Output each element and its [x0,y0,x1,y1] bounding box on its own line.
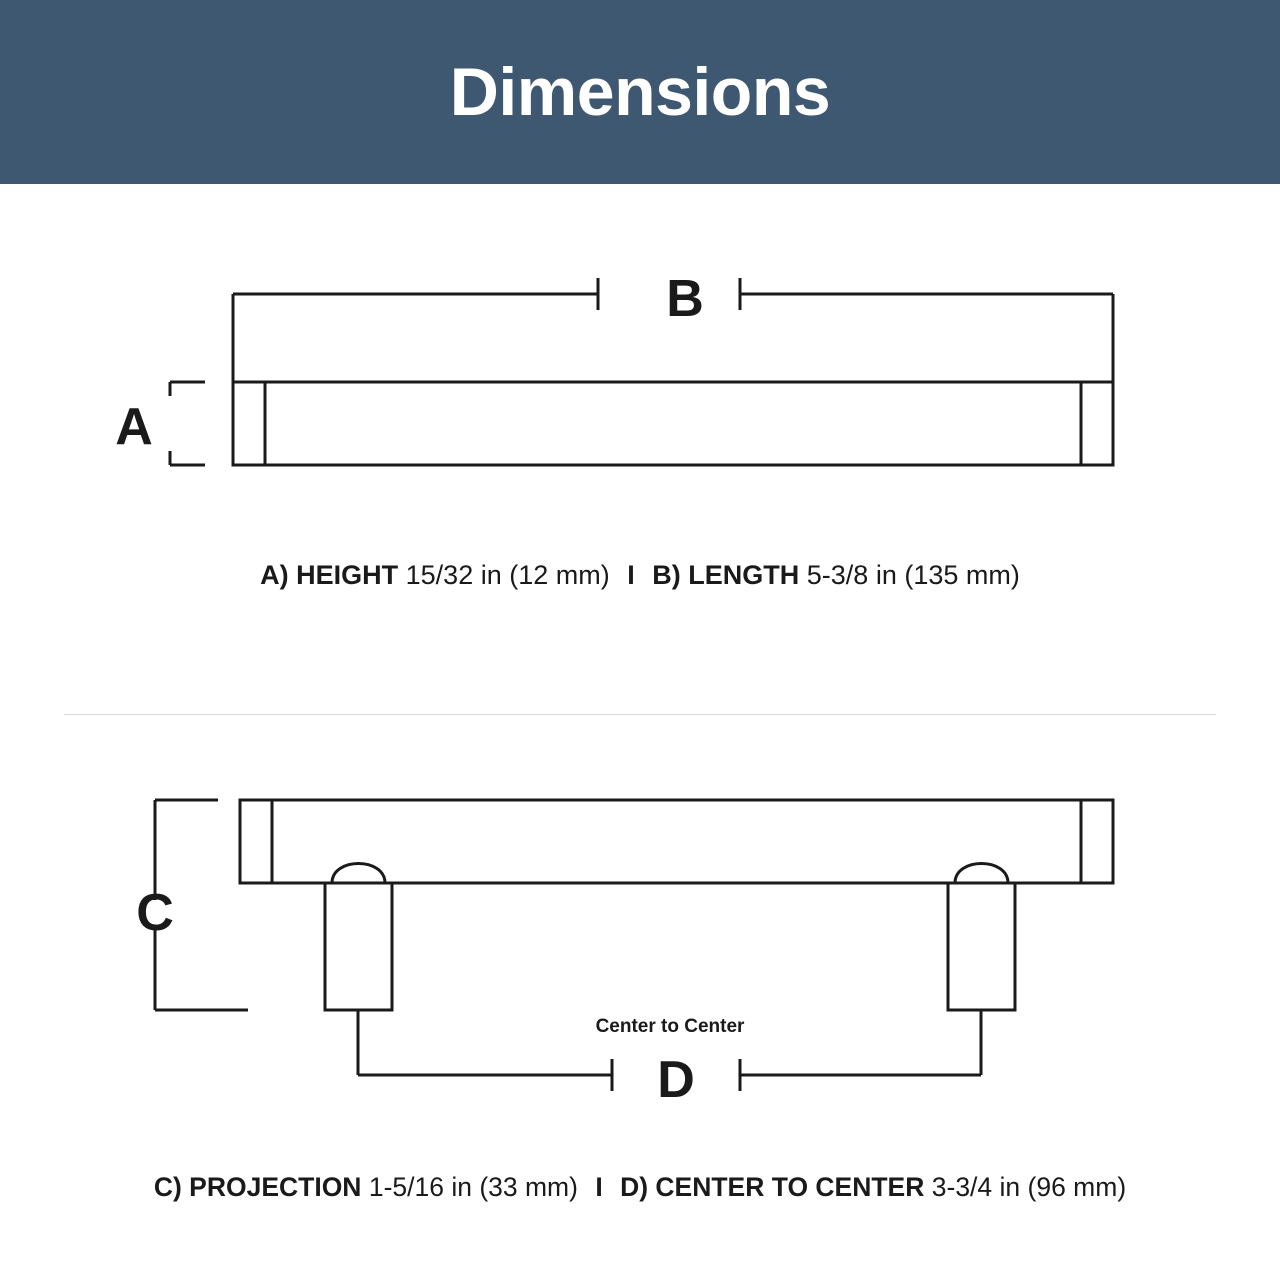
caption-d-key: D) CENTER TO CENTER [620,1172,925,1202]
caption-b-key: B) LENGTH [652,560,800,590]
right-post-outline [946,883,1017,1012]
caption-b-value: 5-3/8 in (135 mm) [806,560,1020,590]
label-b: B [666,270,704,328]
caption-top-separator: I [627,560,635,590]
section-divider [64,714,1216,715]
caption-bottom-separator: I [595,1172,603,1202]
bar-outline-bottom [238,798,1115,885]
right-post-top-curve [953,862,1010,884]
label-d: D [657,1051,695,1109]
label-c: C [136,884,174,942]
caption-top: A) HEIGHT 15/32 in (12 mm) I B) LENGTH 5… [0,560,1280,591]
label-a: A [115,398,153,456]
page-title: Dimensions [449,54,831,130]
left-post-top-curve [330,862,387,884]
caption-a-key: A) HEIGHT [260,560,399,590]
caption-bottom: C) PROJECTION 1-5/16 in (33 mm) I D) CEN… [0,1172,1280,1203]
diagram-bottom-svg: C D Center to Center [136,798,1115,1109]
page-header: Dimensions [0,0,1280,184]
diagram-bottom-view: C D Center to Center [0,720,1280,1140]
bar-outline [231,380,1115,467]
left-post-outline [323,883,394,1012]
caption-d-value: 3-3/4 in (96 mm) [931,1172,1127,1202]
caption-c-value: 1-5/16 in (33 mm) [368,1172,578,1202]
caption-c-key: C) PROJECTION [153,1172,362,1202]
center-to-center-note: Center to Center [596,1016,745,1037]
caption-a-value: 15/32 in (12 mm) [405,560,610,590]
diagram-top-svg: B A [115,270,1115,467]
diagram-top-view: B A [0,184,1280,604]
